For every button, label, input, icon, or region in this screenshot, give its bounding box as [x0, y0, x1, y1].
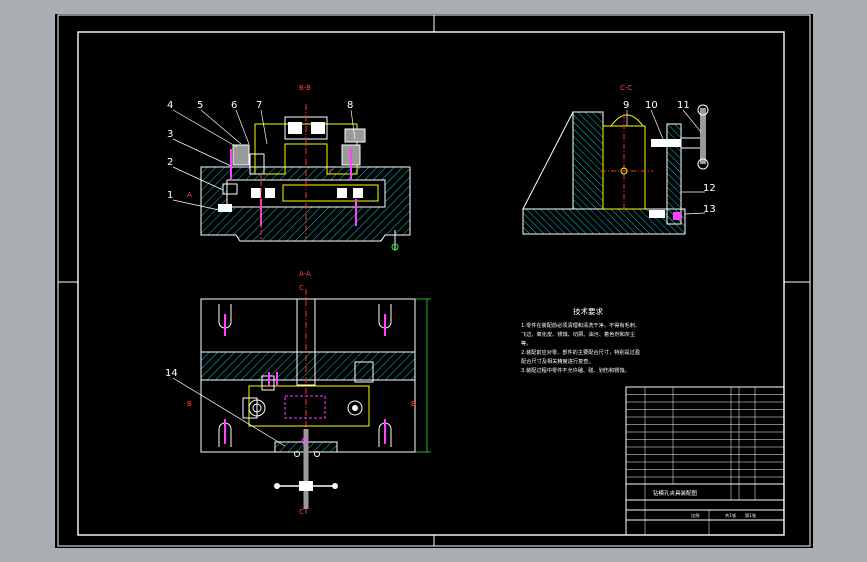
label-part-7: 7 — [256, 100, 262, 111]
title-block-sheet-2: 第1张 — [745, 512, 757, 519]
assembly-drawing: B-B A C — [57, 14, 811, 547]
label-part-8: 8 — [347, 100, 353, 111]
label-part-5: 5 — [197, 100, 203, 111]
leaders-cc — [626, 109, 706, 215]
svg-text:C: C — [329, 168, 334, 176]
label-part-4: 4 — [167, 100, 173, 111]
label-part-1: 1 — [167, 190, 173, 201]
tech-title: 技术要求 — [573, 306, 603, 316]
note-line-5: 配合尺寸及相关精度进行复查。 — [521, 357, 594, 365]
label-part-14: 14 — [165, 368, 178, 379]
svg-text:B: B — [187, 400, 192, 408]
title-block: 钻模孔夹具装配图 比例 共1张 第1张 — [625, 386, 785, 536]
technical-requirements: 技术要求 1.零件在装配前必须清理和清洗干净，不得有毛刺、 飞边、氧化皮、锈蚀、… — [521, 306, 640, 374]
title-block-name: 钻模孔夹具装配图 — [653, 489, 698, 497]
note-line-2: 飞边、氧化皮、锈蚀、切屑、油污、着色剂和灰尘 — [521, 330, 635, 338]
label-part-3: 3 — [167, 129, 173, 140]
label-part-2: 2 — [167, 157, 173, 168]
section-bb-title: B-B — [299, 84, 311, 92]
section-bb: B-B A C — [187, 84, 411, 251]
note-line-1: 1.零件在装配前必须清理和清洗干净，不得有毛刺、 — [521, 321, 640, 329]
label-part-13: 13 — [703, 204, 716, 215]
label-part-6: 6 — [231, 100, 237, 111]
section-cc-title: C-C — [620, 84, 632, 92]
title-block-scale: 比例 — [691, 512, 699, 519]
section-aa-title: A-A — [299, 270, 311, 278]
svg-text:C: C — [299, 284, 304, 292]
label-part-11: 11 — [677, 100, 690, 111]
svg-text:C: C — [299, 508, 304, 516]
note-line-3: 等。 — [521, 339, 531, 347]
label-part-12: 12 — [703, 183, 716, 194]
section-aa: A-A — [187, 270, 431, 516]
outer-frame — [57, 14, 811, 547]
note-line-6: 3.装配过程中零件不允许磕、碰、划伤和锈蚀。 — [521, 366, 630, 374]
title-block-sheet: 共1张 — [725, 512, 737, 519]
leaders-bb — [172, 109, 356, 211]
label-part-10: 10 — [645, 100, 658, 111]
inner-frame — [77, 31, 785, 536]
label-part-9: 9 — [623, 100, 629, 111]
cad-viewport[interactable]: B-B A C — [55, 14, 813, 548]
svg-text:A: A — [187, 191, 192, 199]
svg-text:B: B — [411, 400, 416, 408]
note-line-4: 2.装配前应对零、部件的主要配合尺寸，特别是过盈 — [521, 348, 640, 356]
section-cc: C-C — [522, 84, 709, 235]
